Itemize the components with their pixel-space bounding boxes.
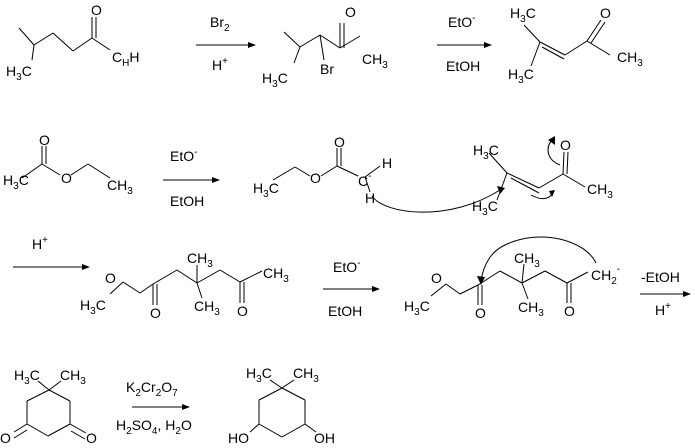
atom-methyl: H3C (6, 63, 32, 83)
atom-oxygen: O (564, 303, 575, 319)
reaction-arrow-5: EtO- EtOH (323, 258, 380, 319)
atom-oxygen: O (600, 5, 611, 21)
reagent-ethanol: EtOH (446, 58, 480, 74)
atom-hydrogen: H (382, 155, 392, 171)
reaction-arrow-2: EtO- EtOH (437, 13, 492, 74)
atom-oxygen: O (475, 305, 486, 321)
molecule-ketone-enolate: O O O CH3 CH3 CH2- H3C (404, 236, 620, 321)
atom-oxygen: O (334, 134, 345, 150)
reagent-ethoxide: EtO- (170, 147, 197, 164)
atom-carbanion: CH2- (591, 264, 620, 287)
molecule-dimethylcyclohexanediol: HO OH H3C CH3 (228, 365, 335, 446)
atom-oxygen: O (86, 430, 97, 446)
reagent-ethoxide: EtO- (333, 258, 360, 275)
molecule-mesityl-oxide-acceptor: O CH3 H3C H3C (472, 137, 613, 218)
atom-oxygen: O (91, 2, 102, 18)
atom-methyl: CH3 (263, 265, 289, 285)
atom-methyl: H3C (14, 367, 40, 387)
atom-methyl: H3C (508, 66, 534, 86)
atom-methyl: H3C (473, 142, 499, 162)
reagent-acid: H+ (32, 235, 48, 252)
atom-methyl: CHH (112, 49, 139, 69)
atom-oxygen: O (105, 270, 116, 286)
atom-oxygen: O (39, 132, 50, 148)
atom-methyl: CH3 (362, 51, 388, 71)
atom-methyl: CH3 (194, 298, 220, 318)
atom-methyl: CH3 (587, 181, 613, 201)
atom-methyl: CH3 (107, 177, 133, 197)
reagent-acid: H+ (655, 301, 671, 318)
atom-carbanion: C- (358, 171, 371, 189)
atom-oxygen: O (237, 303, 248, 319)
reagent-ethanol: EtOH (328, 303, 362, 319)
atom-methyl: H3C (262, 70, 288, 90)
reagent-loss-of-ethanol: -EtOH (641, 269, 680, 285)
atom-methyl: CH3 (187, 250, 213, 270)
reagent-sulfuric-acid-water: H2SO4, H2O (116, 417, 192, 437)
atom-methyl: H3C (472, 198, 498, 218)
atom-methyl: H3C (246, 365, 272, 385)
atom-hydroxyl: OH (314, 430, 335, 446)
reaction-arrow-1: Br2 H+ (196, 14, 256, 73)
reagent-bromine: Br2 (210, 14, 230, 34)
molecule-dimedone: O O H3C CH3 (0, 367, 97, 446)
reaction-arrow-3: EtO- EtOH (163, 147, 220, 209)
molecule-michael-adduct: O O O CH3 CH3 CH3 H3C (80, 250, 289, 321)
atom-methyl: CH3 (518, 299, 544, 319)
atom-oxygen: O (560, 137, 571, 153)
atom-oxygen: O (0, 430, 11, 446)
atom-oxygen: O (345, 4, 356, 20)
atom-oxygen: O (310, 170, 321, 186)
atom-methyl: CH3 (60, 367, 86, 387)
atom-methyl: H3C (253, 180, 279, 200)
molecule-3-bromo-4-methylpentan-2-one: O Br CH3 H3C (262, 4, 388, 90)
atom-methyl: H3C (3, 172, 29, 192)
atom-methyl: CH3 (617, 49, 643, 69)
atom-bromine: Br (320, 61, 334, 77)
atom-methyl: CH3 (514, 250, 540, 270)
atom-methyl: H3C (80, 297, 106, 317)
reagent-ethanol: EtOH (170, 193, 204, 209)
reagent-ethoxide: EtO- (448, 13, 475, 30)
molecule-4-methylpentan-2-one: O CHH H3C (6, 2, 139, 83)
reagent-acid: H+ (212, 56, 228, 73)
atom-methyl: H3C (510, 5, 536, 25)
molecule-ethyl-acetate: O O CH3 H3C (3, 132, 133, 197)
electron-push-arrows (371, 136, 561, 213)
reaction-arrow-6: -EtOH H+ (640, 269, 691, 318)
molecule-ethyl-acetate-enolate: O O C- H H H3C (253, 134, 392, 206)
reagent-dichromate: K2Cr2O7 (126, 379, 178, 399)
atom-oxygen: O (61, 170, 72, 186)
reaction-arrow-4: H+ (13, 235, 90, 270)
reaction-arrow-7: K2Cr2O7 H2SO4, H2O (116, 379, 192, 437)
atom-methyl: CH3 (293, 365, 319, 385)
atom-methyl: H3C (404, 298, 430, 318)
atom-oxygen: O (431, 270, 442, 286)
atom-oxygen: O (150, 305, 161, 321)
atom-hydroxyl: HO (228, 430, 249, 446)
atom-hydrogen: H (365, 190, 375, 206)
molecule-mesityl-oxide: O CH3 H3C H3C (508, 5, 643, 86)
